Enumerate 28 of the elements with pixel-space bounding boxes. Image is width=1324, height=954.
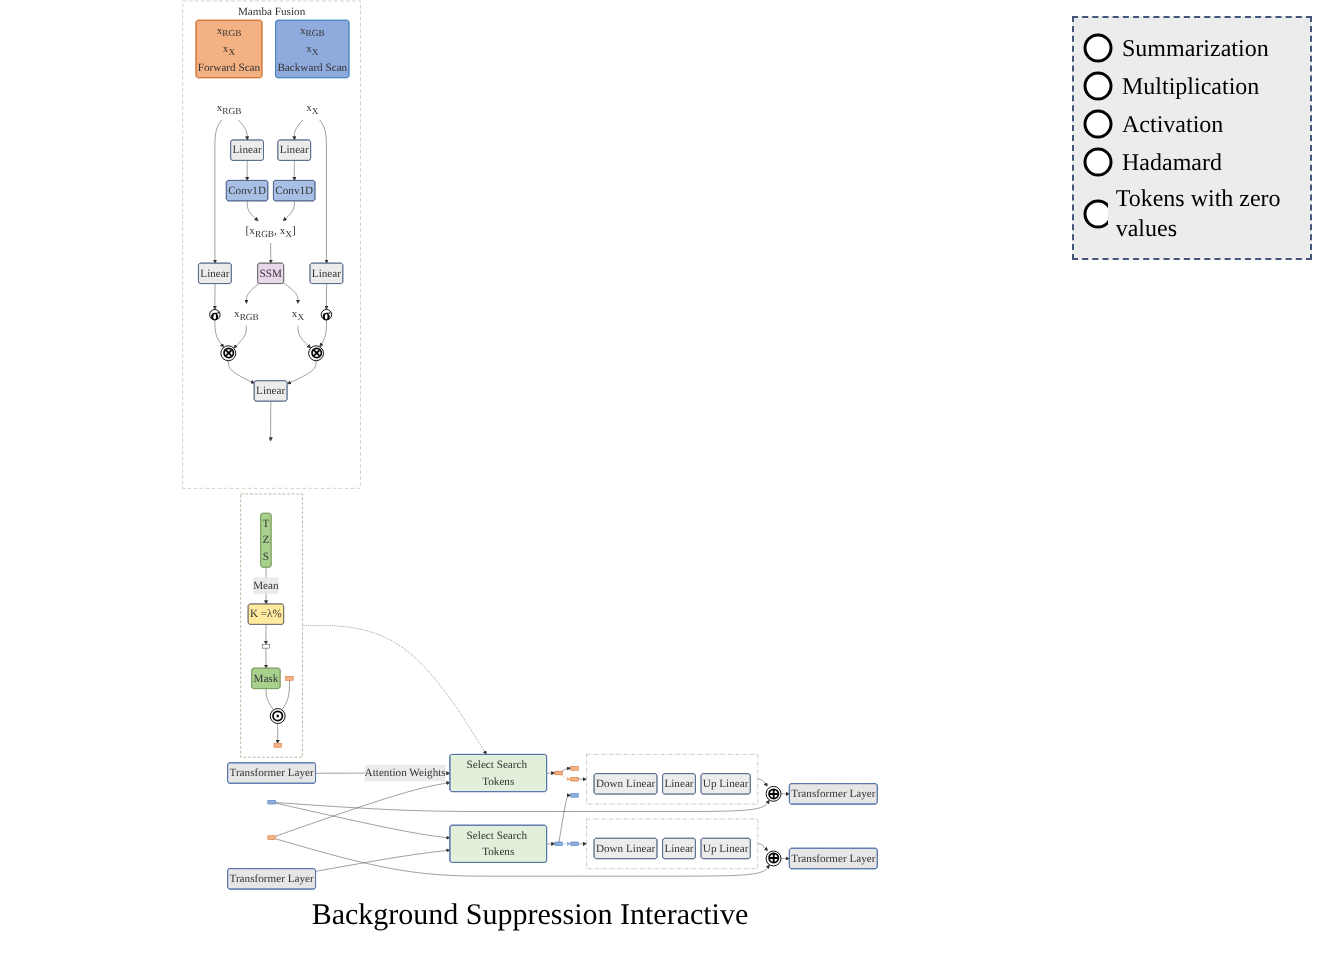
node-bar <box>570 841 579 846</box>
arrow <box>780 791 790 796</box>
node-bar <box>570 777 579 782</box>
node-bar <box>261 644 270 649</box>
legend-text: Tokens with zero values <box>1115 184 1283 244</box>
connector <box>265 688 274 711</box>
node-bar <box>554 770 563 776</box>
node-bar <box>570 793 579 798</box>
connector <box>281 680 290 711</box>
node-bar <box>267 835 276 840</box>
arrow <box>546 841 556 846</box>
cluster <box>586 818 758 869</box>
arrow <box>578 777 587 782</box>
legend-text: Summarization <box>1122 33 1269 63</box>
node-bar <box>554 841 563 846</box>
node-bar <box>273 743 282 748</box>
arrow <box>578 841 587 846</box>
cluster <box>240 493 303 758</box>
node-bar <box>570 766 579 771</box>
caption: Background Suppression Interactive <box>309 900 751 934</box>
cluster <box>586 754 758 805</box>
legend-text: Activation <box>1122 109 1224 139</box>
legend-text: Multiplication <box>1122 71 1260 101</box>
arrow <box>546 771 556 776</box>
arrow <box>780 856 790 861</box>
node-bar <box>267 800 276 805</box>
node-bar <box>285 676 294 681</box>
legend-text: Hadamard <box>1122 147 1222 177</box>
